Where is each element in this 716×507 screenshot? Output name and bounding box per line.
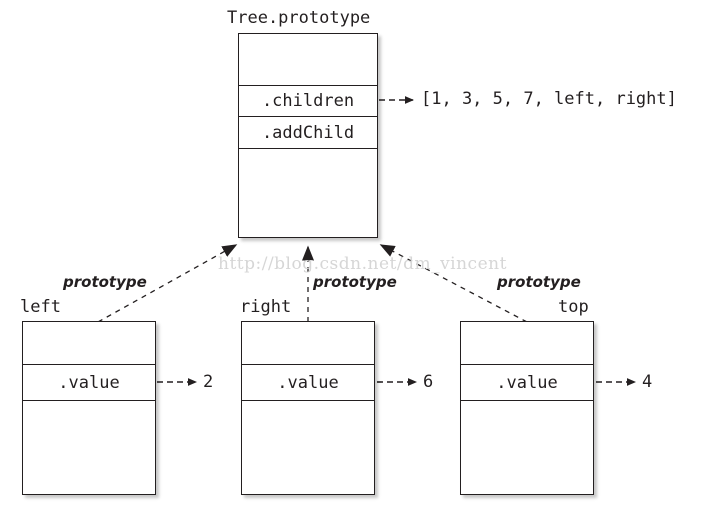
prototype-object-box: .children .addChild	[238, 33, 378, 238]
instance-name-top: top	[558, 297, 589, 317]
instance-top-row-empty-top	[461, 322, 593, 364]
instance-value-top: 4	[642, 372, 653, 392]
instance-name-left: left	[20, 297, 61, 317]
instance-value-right: 6	[423, 372, 434, 392]
instance-box-right: .value	[241, 321, 375, 495]
prototype-row-children[interactable]: .children	[239, 85, 377, 116]
page-title: Tree.prototype	[227, 8, 371, 28]
instance-top-row-empty-bottom	[461, 400, 593, 494]
instance-left-row-empty-bottom	[23, 400, 155, 494]
prototype-label-right: prototype	[313, 273, 397, 291]
prototype-row-addchild[interactable]: .addChild	[239, 116, 377, 148]
prototype-row-empty-top	[239, 34, 377, 85]
instance-box-top: .value	[460, 321, 594, 495]
prototype-label-left: prototype	[63, 273, 147, 291]
instance-top-row-value[interactable]: .value	[461, 364, 593, 400]
instance-right-row-empty-bottom	[242, 400, 374, 494]
instance-left-row-empty-top	[23, 322, 155, 364]
instance-right-row-value[interactable]: .value	[242, 364, 374, 400]
instance-right-row-empty-top	[242, 322, 374, 364]
instance-box-left: .value	[22, 321, 156, 495]
children-array-value: [1, 3, 5, 7, left, right]	[421, 89, 677, 109]
watermark-text: http://blog.csdn.net/dm_vincent	[218, 254, 507, 274]
instance-name-right: right	[240, 297, 292, 317]
instance-left-row-value[interactable]: .value	[23, 364, 155, 400]
instance-value-left: 2	[203, 372, 214, 392]
prototype-row-empty-bottom	[239, 148, 377, 237]
prototype-label-top: prototype	[497, 273, 581, 291]
